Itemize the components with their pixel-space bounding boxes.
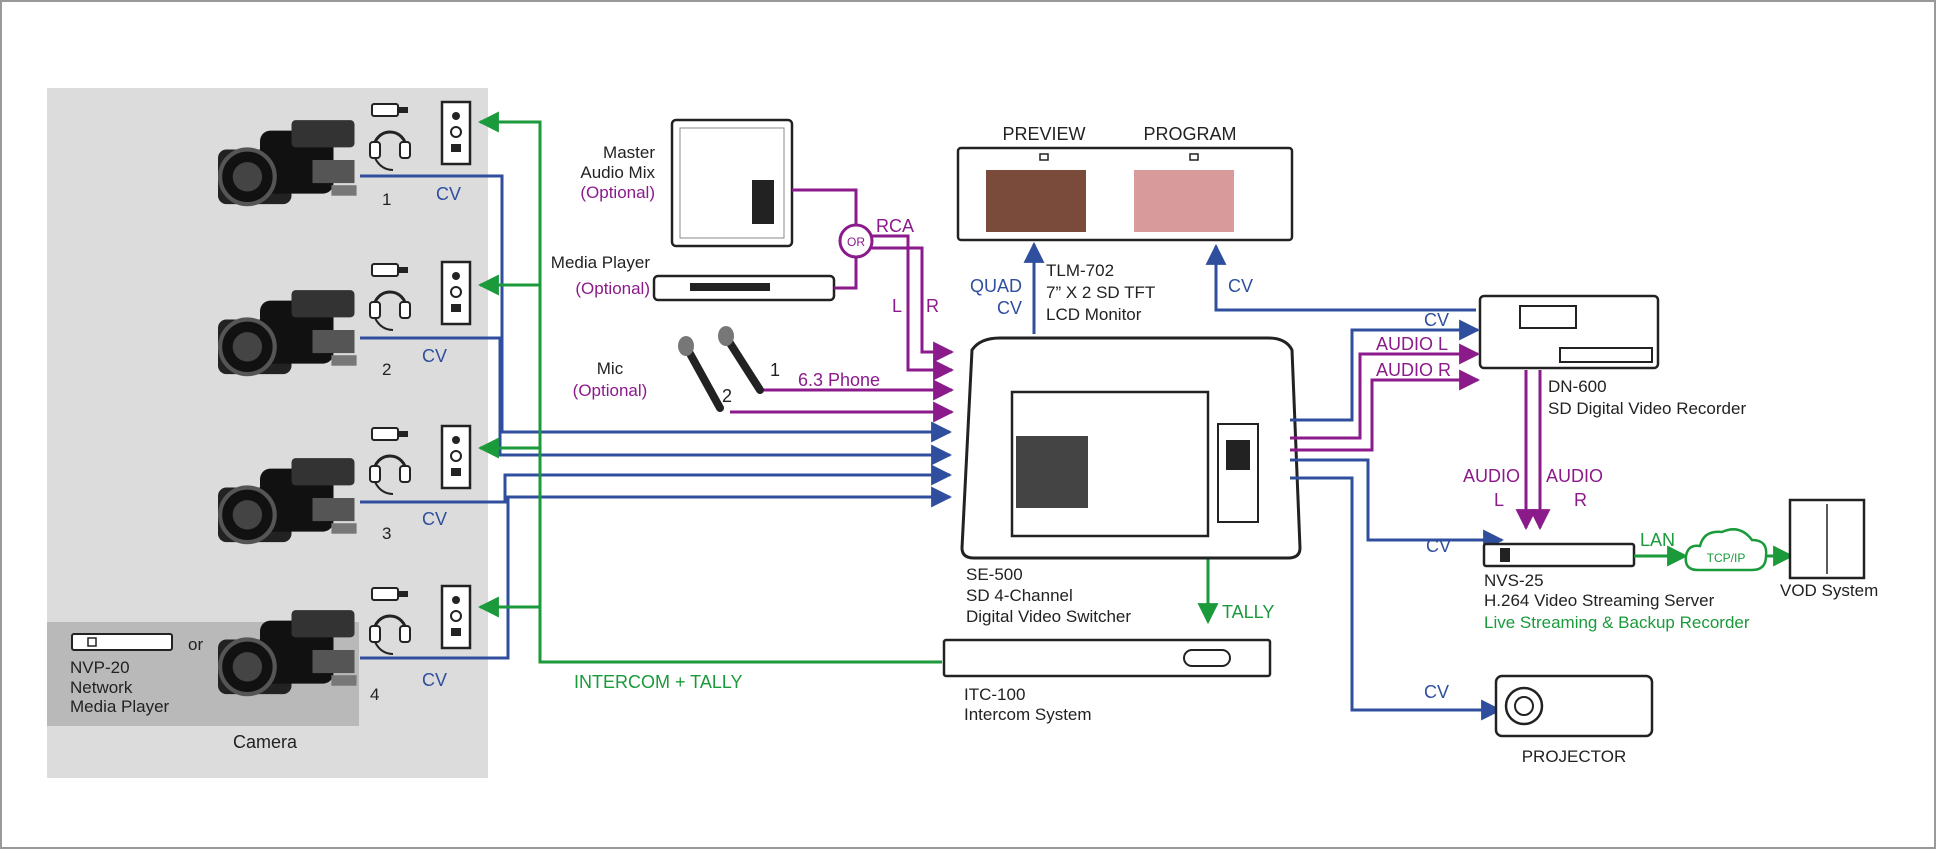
recorder-audio-l-line bbox=[1290, 343, 1481, 440]
mic-1-number: 1 bbox=[770, 360, 780, 380]
camera-4-cv-label: CV bbox=[422, 670, 447, 690]
recorder-cv-line bbox=[1290, 319, 1481, 422]
camera-2-cv-label: CV bbox=[422, 346, 447, 366]
audio-l-line bbox=[870, 234, 955, 381]
switcher-line3: Digital Video Switcher bbox=[966, 607, 1131, 626]
microphone-icon bbox=[678, 326, 764, 412]
monitor-cv-line bbox=[1205, 243, 1476, 312]
switcher-model: SE-500 bbox=[966, 565, 1023, 584]
camera-2-cv-line bbox=[360, 336, 953, 466]
nvp-model: NVP-20 bbox=[70, 658, 130, 677]
beltpack-icon bbox=[440, 260, 472, 326]
nvp-line1: Network bbox=[70, 678, 133, 697]
mic-2-number: 2 bbox=[722, 386, 732, 406]
mixer-line2: Audio Mix bbox=[580, 163, 655, 182]
streaming-line3: Live Streaming & Backup Recorder bbox=[1484, 613, 1750, 632]
mic-label: Mic bbox=[597, 359, 624, 378]
audio-mixer bbox=[670, 118, 794, 248]
camera-number-3: 3 bbox=[382, 524, 391, 543]
beltpack-icon bbox=[440, 100, 472, 166]
mic-optional: (Optional) bbox=[573, 381, 648, 400]
monitor-line2: 7” X 2 SD TFT bbox=[1046, 283, 1155, 302]
recorder-audio-l-label: AUDIO L bbox=[1376, 334, 1448, 354]
camera-number-2: 2 bbox=[382, 360, 391, 379]
r-label: R bbox=[926, 296, 939, 316]
phone-connector-label: 6.3 Phone bbox=[798, 370, 880, 390]
vod-server bbox=[1788, 498, 1866, 580]
media-player-label: Media Player bbox=[551, 253, 651, 272]
recorder-line2: SD Digital Video Recorder bbox=[1548, 399, 1746, 418]
camera-number-1: 1 bbox=[382, 190, 391, 209]
beltpack-icon bbox=[440, 584, 472, 650]
camera-3-cv-line bbox=[360, 464, 953, 504]
camera-panel-label: Camera bbox=[233, 732, 298, 752]
recorder-cv-label: CV bbox=[1424, 310, 1449, 330]
recorder-model: DN-600 bbox=[1548, 377, 1607, 396]
streaming-cv-line bbox=[1290, 458, 1505, 551]
projector-cv-line bbox=[1290, 476, 1503, 721]
or-label: or bbox=[188, 635, 203, 654]
tally-label: TALLY bbox=[1222, 602, 1274, 622]
out-audio-l-2: L bbox=[1494, 490, 1504, 510]
streaming-model: NVS-25 bbox=[1484, 571, 1544, 590]
nvp-player-icon bbox=[71, 633, 173, 651]
streaming-line2: H.264 Video Streaming Server bbox=[1484, 591, 1715, 610]
streaming-cv-label: CV bbox=[1426, 536, 1451, 556]
intercom-tally-bus bbox=[477, 111, 942, 664]
lan-label: LAN bbox=[1640, 530, 1675, 550]
monitor-cv-label: CV bbox=[1228, 276, 1253, 296]
lcd-monitor bbox=[956, 146, 1294, 242]
monitor-line3: LCD Monitor bbox=[1046, 305, 1142, 324]
recorder-audio-r-label: AUDIO R bbox=[1376, 360, 1451, 380]
intercom-model: ITC-100 bbox=[964, 685, 1025, 704]
projector-label: PROJECTOR bbox=[1522, 747, 1627, 766]
program-label: PROGRAM bbox=[1143, 124, 1236, 144]
recorder-audio-r-line bbox=[1290, 369, 1481, 452]
media-player-optional: (Optional) bbox=[575, 279, 650, 298]
streaming-server bbox=[1482, 542, 1636, 568]
l-label: L bbox=[892, 296, 902, 316]
camera-number-4: 4 bbox=[370, 685, 379, 704]
intercom-tally-label: INTERCOM + TALLY bbox=[574, 672, 743, 692]
mixer-line1: Master bbox=[603, 143, 655, 162]
switcher-line2: SD 4-Channel bbox=[966, 586, 1073, 605]
video-recorder bbox=[1478, 294, 1660, 370]
quad-label-1: QUAD bbox=[970, 276, 1022, 296]
vod-label: VOD System bbox=[1780, 581, 1878, 600]
out-audio-r-1: AUDIO bbox=[1546, 466, 1603, 486]
out-audio-l-1: AUDIO bbox=[1463, 466, 1520, 486]
rca-label: RCA bbox=[876, 216, 914, 236]
camera-4-cv-line bbox=[360, 486, 953, 660]
cloud-label: TCP/IP bbox=[1707, 551, 1746, 565]
projector-cv-label: CV bbox=[1424, 682, 1449, 702]
audio-r-line bbox=[870, 246, 955, 363]
quad-label-2: CV bbox=[997, 298, 1022, 318]
beltpack-icon bbox=[440, 424, 472, 490]
camera-3-cv-label: CV bbox=[422, 509, 447, 529]
video-switcher bbox=[960, 336, 1302, 560]
out-audio-r-2: R bbox=[1574, 490, 1587, 510]
nvp-line2: Media Player bbox=[70, 697, 170, 716]
or-badge bbox=[838, 223, 874, 259]
preview-label: PREVIEW bbox=[1002, 124, 1085, 144]
camera-1-cv-label: CV bbox=[436, 184, 461, 204]
camera-1-cv-line bbox=[360, 174, 953, 443]
intercom-unit bbox=[942, 638, 1272, 678]
or-badge-text: OR bbox=[847, 235, 865, 249]
mixer-optional: (Optional) bbox=[580, 183, 655, 202]
intercom-line2: Intercom System bbox=[964, 705, 1092, 724]
projector-icon bbox=[1494, 674, 1654, 738]
monitor-model: TLM-702 bbox=[1046, 261, 1114, 280]
